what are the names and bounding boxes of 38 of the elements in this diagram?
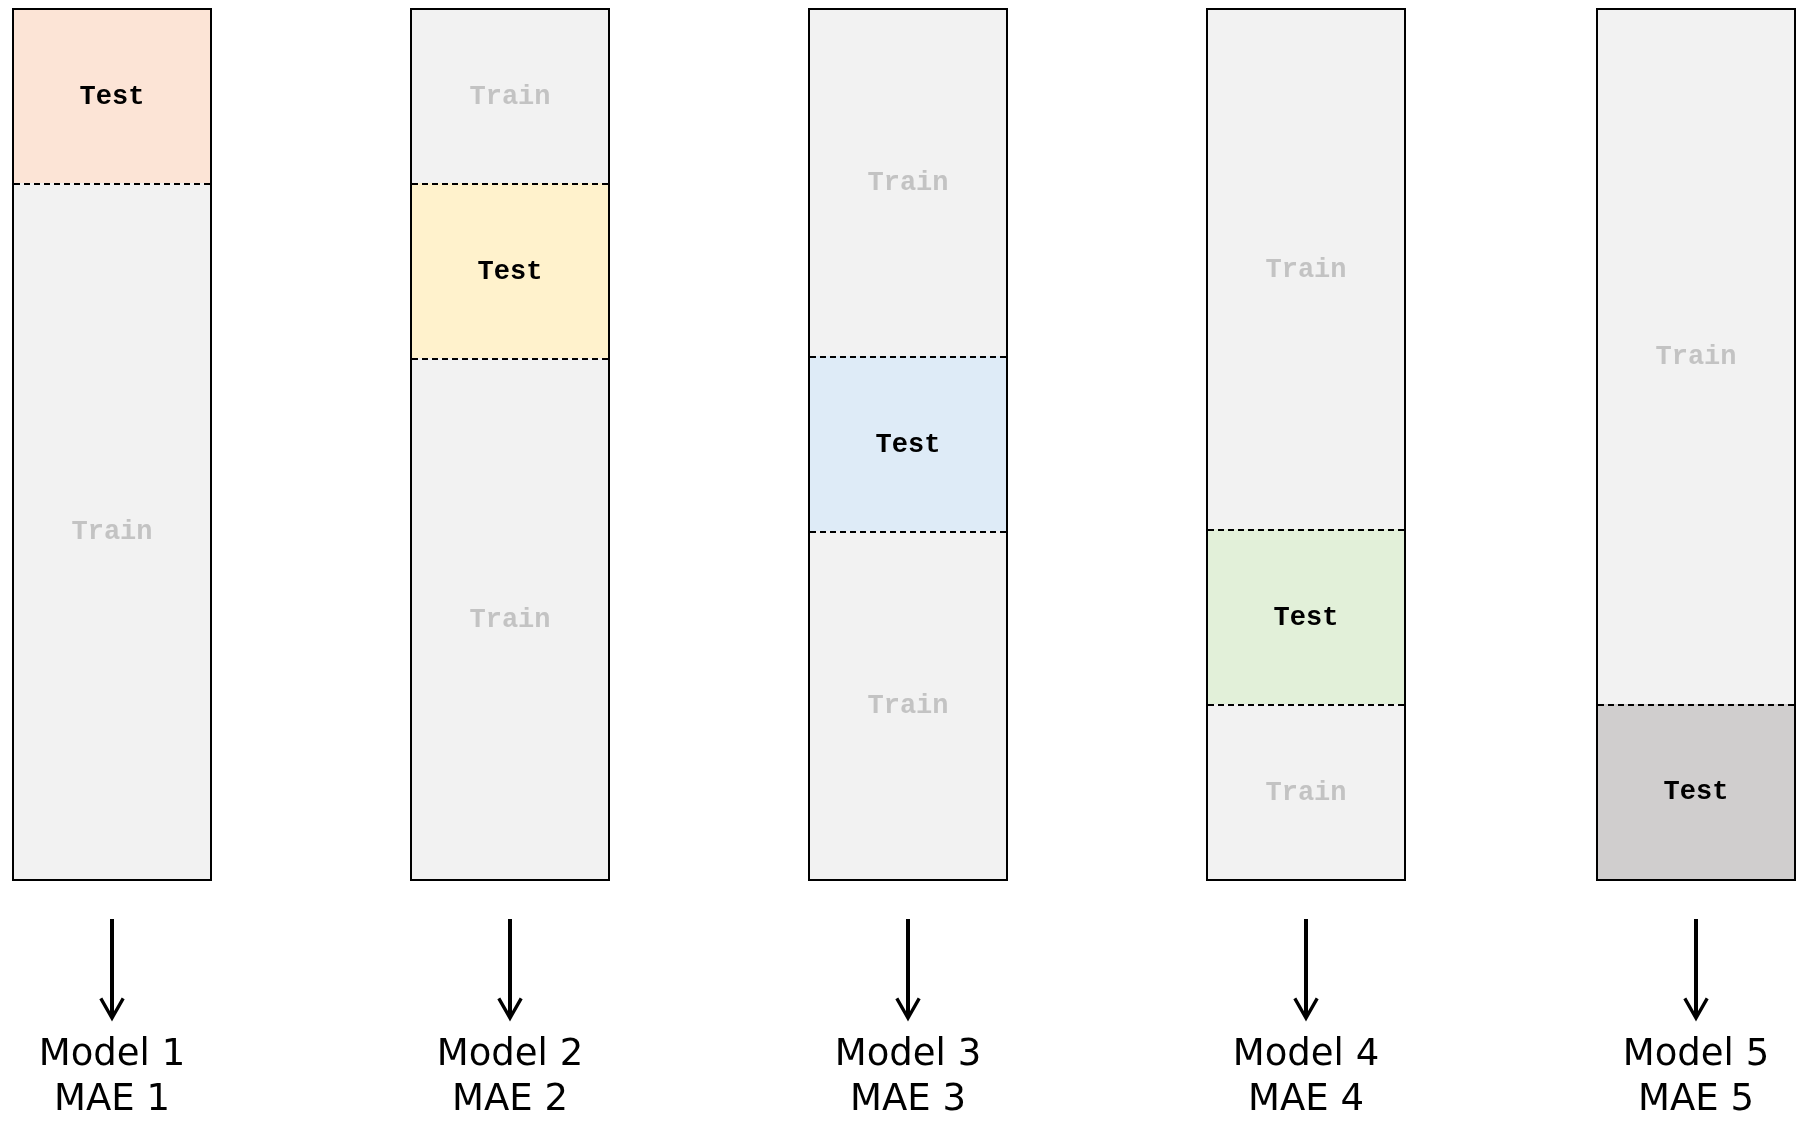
fold-column [410, 8, 610, 881]
segment-label: Test [79, 81, 145, 112]
model-label: Model 3 [834, 1030, 982, 1075]
arrow [1683, 919, 1709, 1020]
test-segment [1598, 703, 1794, 879]
model-label: MAE 4 [1248, 1075, 1364, 1120]
arrow [1293, 919, 1319, 1020]
arrow [99, 919, 125, 1020]
train-segment [810, 10, 1006, 356]
test-segment [412, 183, 608, 358]
train-segment [1208, 10, 1404, 529]
model-label: MAE 5 [1638, 1075, 1754, 1120]
model-label: Model 1 [38, 1030, 186, 1075]
segment-label: Test [1663, 777, 1729, 808]
test-segment [1208, 529, 1404, 704]
train-segment [1208, 704, 1404, 879]
model-label: Model 2 [436, 1030, 584, 1075]
segment-label: Test [477, 256, 543, 287]
train-segment [1598, 10, 1794, 704]
arrow [895, 919, 921, 1020]
model-label: MAE 1 [54, 1075, 170, 1120]
train-segment [412, 358, 608, 879]
train-segment [412, 10, 608, 183]
train-segment [14, 183, 210, 879]
fold-column [1596, 8, 1796, 881]
arrow [497, 919, 523, 1020]
fold-column [12, 8, 212, 881]
test-segment [810, 356, 1006, 531]
test-segment [14, 10, 210, 184]
model-label: MAE 2 [452, 1075, 568, 1120]
model-label: MAE 3 [850, 1075, 966, 1120]
segment-label: Test [875, 429, 941, 460]
segment-label: Test [1273, 602, 1339, 633]
model-label: Model 4 [1232, 1030, 1380, 1075]
model-label: Model 5 [1622, 1030, 1770, 1075]
fold-column [1206, 8, 1406, 881]
train-segment [810, 531, 1006, 879]
fold-column [808, 8, 1008, 881]
